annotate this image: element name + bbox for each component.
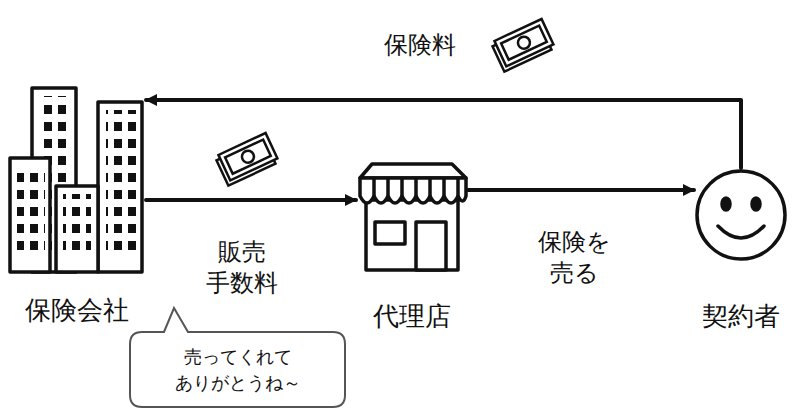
icon-node: 保険会社 bbox=[8, 84, 146, 274]
money-icon bbox=[491, 19, 555, 72]
money-icon bbox=[215, 133, 279, 186]
edge-label: 保険料 bbox=[380, 30, 460, 61]
speech-bubble: 売ってくれて ありがとうね～ bbox=[130, 332, 345, 407]
icon-node: 契約者 bbox=[694, 168, 788, 262]
flow-arrow bbox=[146, 198, 356, 202]
edge-label: 販売 手数料 bbox=[200, 237, 284, 299]
node-label: 代理店 bbox=[373, 302, 451, 332]
icon-node: 代理店 bbox=[356, 162, 468, 272]
building-icon bbox=[10, 88, 142, 272]
node-label: 保険会社 bbox=[25, 296, 129, 326]
flow-arrow bbox=[146, 100, 741, 168]
flow-arrow bbox=[468, 188, 694, 192]
node-label: 契約者 bbox=[702, 302, 780, 332]
bubble-outline bbox=[130, 332, 345, 407]
edge-label: 保険を 売る bbox=[532, 227, 616, 289]
bubble-shape bbox=[130, 308, 345, 407]
smiley-icon bbox=[697, 171, 785, 259]
speech-text: 売ってくれて ありがとうね～ bbox=[168, 344, 308, 394]
shop-icon bbox=[360, 164, 466, 270]
